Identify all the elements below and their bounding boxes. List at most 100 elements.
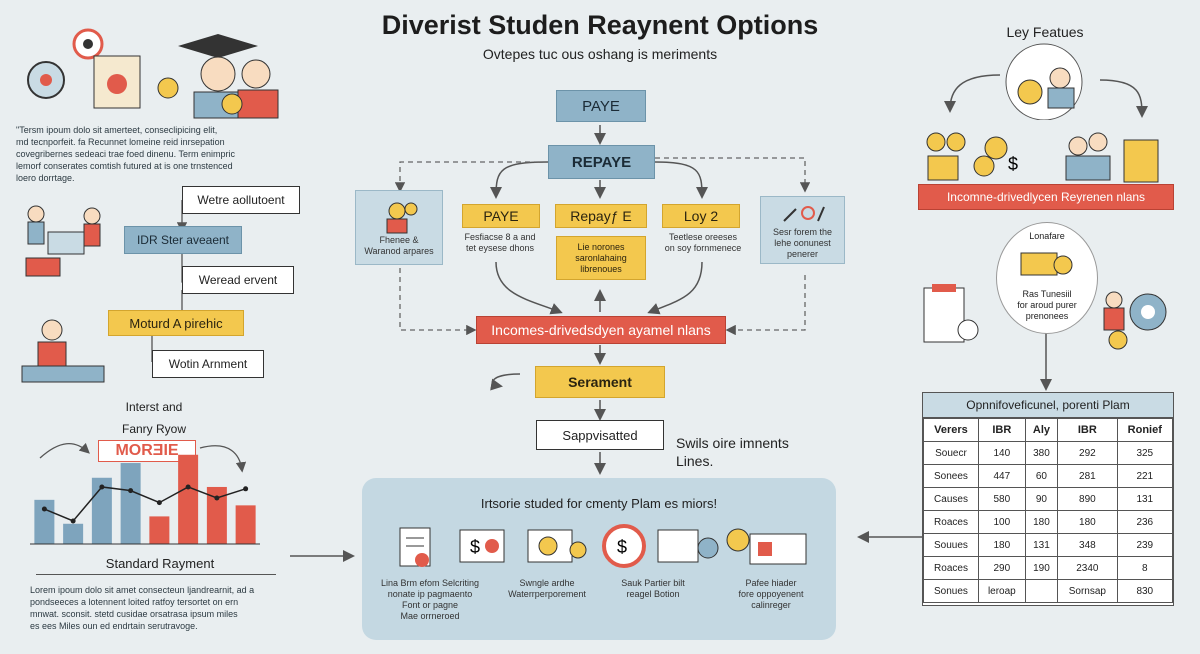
chart-bar bbox=[235, 505, 256, 544]
right-card: Sesr forem the lehe oonunest penerer bbox=[760, 196, 845, 264]
repaye-mid-box: Repayƒ E bbox=[555, 204, 647, 228]
document-icon bbox=[399, 527, 431, 567]
table-cell: Roaces bbox=[923, 510, 979, 534]
circle-text: Ras Tunesiil for aroud purer prenonees bbox=[1017, 289, 1077, 321]
table-cell: Souues bbox=[923, 533, 979, 557]
moreie-label: MORƎIE bbox=[98, 440, 196, 462]
bottom-panel-title: Irtsorie studed for cmenty Plam es miors… bbox=[480, 496, 718, 511]
left-top-illustration bbox=[27, 28, 279, 119]
table-header: IBR bbox=[1057, 418, 1118, 442]
left-card-label: Fhenee & Waranod arpares bbox=[364, 234, 434, 256]
weread-box: Weread ervent bbox=[182, 266, 294, 294]
gear-icon bbox=[657, 529, 719, 563]
person-icon bbox=[37, 319, 67, 367]
table-cell: 380 bbox=[1024, 441, 1059, 465]
svg-text:$: $ bbox=[1008, 154, 1018, 174]
bottom-item-4: Pafee hiader fore oppoyenent calinreger bbox=[738, 578, 804, 610]
coin-icon bbox=[1108, 330, 1128, 350]
table-cell: 90 bbox=[1024, 487, 1059, 511]
table-header: Ronief bbox=[1116, 418, 1174, 442]
right-note: Teetlese oreeses on soy fornmenece bbox=[664, 232, 742, 253]
table-cell: 100 bbox=[977, 510, 1026, 534]
people-icon bbox=[1065, 132, 1111, 181]
left-paragraph: "Tersm ipoum dolo sit amerteet, consecli… bbox=[16, 125, 235, 183]
tools-icon bbox=[782, 205, 825, 222]
table-cell: 8 bbox=[1116, 556, 1174, 580]
right-income-bar: Incomne-drivedlycen Reyrenen nlans bbox=[918, 184, 1174, 210]
table-cell: 60 bbox=[1024, 464, 1059, 488]
presenter-icon bbox=[27, 205, 45, 245]
gear-icon bbox=[27, 61, 65, 99]
gear-icon bbox=[1129, 293, 1167, 331]
right-card-label: Sesr forem the lehe oonunest penerer bbox=[772, 226, 833, 259]
table-header: Aly bbox=[1024, 418, 1059, 442]
bar-chart bbox=[30, 454, 260, 545]
bottom-panel: Irtsorie studed for cmenty Plam es miors… bbox=[362, 478, 836, 640]
table-cell: 281 bbox=[1057, 464, 1118, 488]
table-cell: 325 bbox=[1116, 441, 1174, 465]
circle-label: Lonafare bbox=[1029, 231, 1065, 241]
table-cell: Causes bbox=[923, 487, 979, 511]
advisor-icon bbox=[1005, 43, 1083, 120]
chart-point bbox=[41, 506, 47, 512]
table-header: Verers bbox=[923, 418, 979, 442]
mid-note-box: Lie norones saronlahaing librenoues bbox=[556, 236, 646, 280]
table-cell: 140 bbox=[977, 441, 1026, 465]
table-cell: Sornsap bbox=[1057, 579, 1118, 603]
table-cell: 239 bbox=[1116, 533, 1174, 557]
desk-icon bbox=[21, 365, 105, 383]
serament-box: Serament bbox=[535, 366, 665, 398]
money-screen-icon: $ bbox=[459, 529, 505, 563]
table-cell: Roaces bbox=[923, 556, 979, 580]
left-card: Fhenee & Waranod arpares bbox=[355, 190, 443, 265]
chart-point bbox=[70, 518, 76, 524]
chart-point bbox=[185, 484, 191, 490]
laptop-icon bbox=[25, 257, 61, 277]
bottom-icons: $ $ bbox=[399, 524, 807, 568]
loy-box: Loy 2 bbox=[662, 204, 740, 228]
svg-text:$: $ bbox=[617, 537, 627, 557]
table-header: IBR bbox=[977, 418, 1026, 442]
svg-text:$: $ bbox=[470, 537, 480, 557]
chart-bar bbox=[178, 454, 199, 544]
standard-label: Standard Rayment bbox=[105, 556, 215, 571]
features-illustration bbox=[1005, 43, 1083, 120]
coins-illustration: $ bbox=[926, 132, 1159, 183]
income-driven-bar: Incomes-drivedsdyen ayamel nlans bbox=[476, 316, 726, 344]
table-cell: 180 bbox=[977, 533, 1026, 557]
chart-bar bbox=[149, 516, 170, 544]
coin-stack-icon bbox=[1123, 139, 1159, 183]
person-icon bbox=[83, 207, 101, 247]
table-cell: 830 bbox=[1116, 579, 1174, 603]
table-cell: 180 bbox=[1024, 510, 1059, 534]
table-cell: 131 bbox=[1024, 533, 1059, 557]
bottom-item-3: Sauk Partier bilt reagel Botion bbox=[621, 578, 685, 599]
table-cell: 236 bbox=[1116, 510, 1174, 534]
bottom-item-1: Lina Brm efom Selcriting nonate ip pagma… bbox=[380, 578, 480, 621]
person-icon bbox=[1103, 291, 1125, 331]
target-icon bbox=[72, 28, 104, 60]
idr-box: IDR Ster aveaent bbox=[124, 226, 242, 254]
table-cell: 221 bbox=[1116, 464, 1174, 488]
table-cell: 447 bbox=[977, 464, 1026, 488]
sappvisatted-box: Sappvisatted bbox=[536, 420, 664, 450]
chart-point bbox=[243, 486, 249, 492]
coin-icon: $ bbox=[602, 524, 646, 568]
left-flow-top: Wetre aollutoent bbox=[182, 186, 300, 214]
table-cell: 292 bbox=[1057, 441, 1118, 465]
chart-bar bbox=[120, 463, 141, 544]
clipboard-illustration bbox=[923, 284, 979, 343]
clipboard-icon bbox=[923, 284, 979, 343]
table-cell: 348 bbox=[1057, 533, 1118, 557]
bottom-item-2: Swngle ardhe Waterrperporement bbox=[508, 578, 586, 599]
coin-stack-icon bbox=[926, 132, 966, 181]
student-icon bbox=[221, 59, 279, 119]
chart-bar bbox=[34, 499, 55, 544]
chart-bar bbox=[91, 477, 112, 544]
chart-trend-line bbox=[44, 486, 246, 522]
